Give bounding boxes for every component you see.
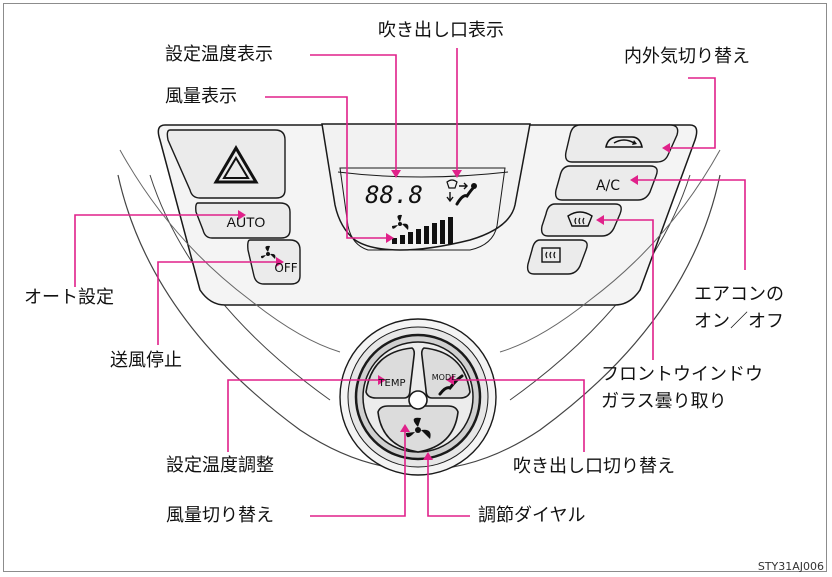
auto-button-label: AUTO bbox=[227, 214, 266, 230]
fan-knob-icon bbox=[406, 417, 431, 439]
recirc-icon bbox=[605, 136, 643, 148]
display-temp-readout: 88.8 bbox=[365, 181, 423, 209]
fan-level-bars bbox=[392, 217, 453, 244]
callout-fan-switch: 風量切り替え bbox=[166, 505, 274, 526]
hazard-icon bbox=[213, 145, 259, 184]
control-dial bbox=[339, 318, 497, 476]
callout-outlet-display: 吹き出し口表示 bbox=[378, 20, 504, 41]
callout-fan-stop: 送風停止 bbox=[110, 350, 182, 371]
off-button-label: OFF bbox=[274, 261, 297, 275]
temp-knob-shape bbox=[365, 347, 416, 399]
panel-lower-right bbox=[499, 149, 721, 353]
rear-defog-icon bbox=[541, 247, 561, 263]
callout-front-defog-line2: ガラス曇り取り bbox=[601, 391, 727, 412]
callout-outlet-switch: 吹き出し口切り替え bbox=[513, 456, 675, 477]
display-outlet-icon bbox=[446, 179, 477, 206]
callout-auto-setting: オート設定 bbox=[24, 287, 114, 308]
callout-fan-display: 風量表示 bbox=[165, 86, 237, 107]
temp-knob-label: TEMP bbox=[377, 378, 405, 389]
ac-button-label: A/C bbox=[596, 178, 620, 194]
callout-front-defog-line1: フロントウインドウ bbox=[601, 364, 763, 385]
auto-button-shape bbox=[195, 202, 291, 239]
display-fan-icon bbox=[392, 214, 409, 230]
callout-dial: 調節ダイヤル bbox=[478, 505, 586, 526]
rear-defog-button-shape bbox=[526, 239, 588, 275]
mode-knob-icon bbox=[438, 374, 464, 396]
panel-lower-left bbox=[119, 149, 341, 353]
mode-knob-shape bbox=[420, 347, 471, 399]
callout-air-intake-switch: 内外気切り替え bbox=[624, 46, 750, 67]
recirc-button-shape bbox=[564, 124, 679, 163]
leader-lines bbox=[74, 48, 746, 517]
front-defog-button-shape bbox=[540, 203, 622, 237]
callout-temp-adjust: 設定温度調整 bbox=[166, 455, 274, 476]
callout-set-temp-display: 設定温度表示 bbox=[165, 44, 273, 65]
front-defog-icon bbox=[567, 211, 593, 227]
figure-frame bbox=[3, 3, 827, 572]
display-lcd bbox=[339, 167, 506, 251]
callout-ac-line2: オン／オフ bbox=[694, 311, 784, 332]
figure-id: STY31AJ006 bbox=[757, 560, 824, 573]
callout-ac-line1: エアコンの bbox=[694, 284, 784, 305]
leader-arrowheads bbox=[238, 143, 670, 460]
dial-center bbox=[408, 390, 428, 410]
off-fan-icon bbox=[261, 245, 276, 259]
mode-knob-label: MODE bbox=[432, 373, 456, 382]
ac-button-shape bbox=[554, 165, 658, 201]
